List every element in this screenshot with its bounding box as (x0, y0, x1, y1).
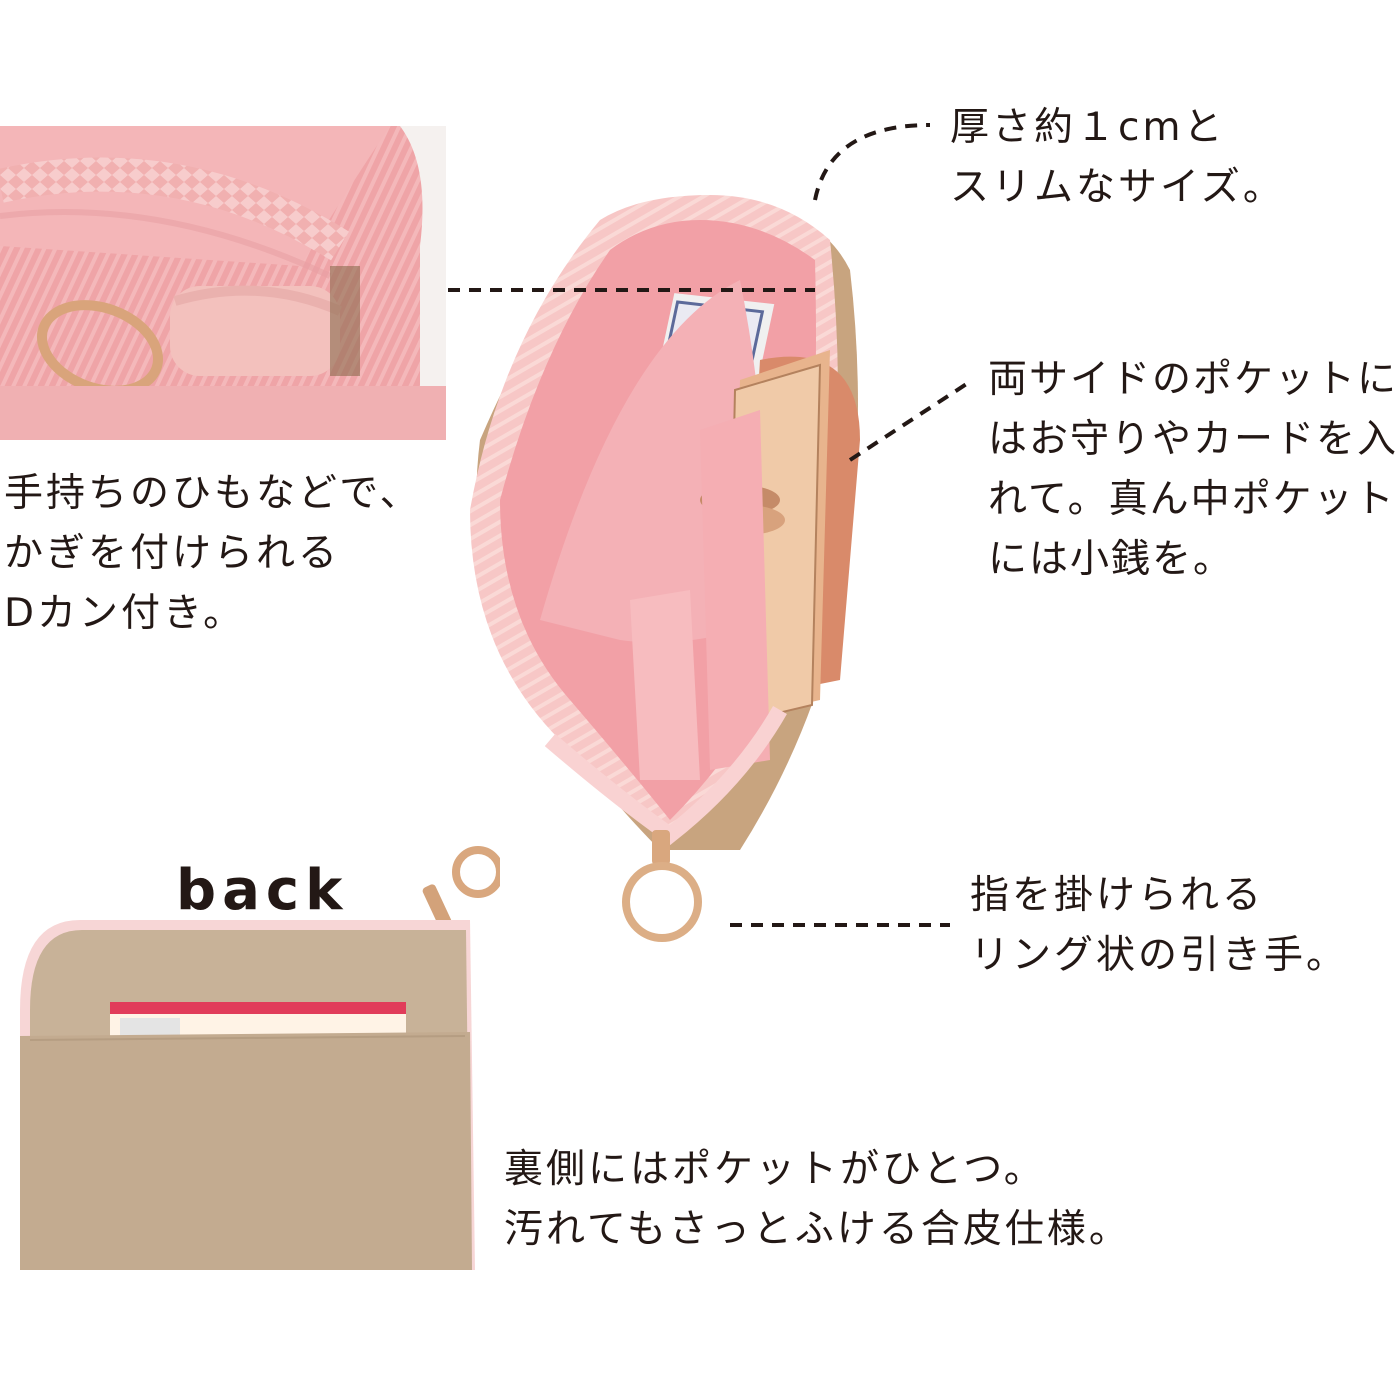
caption-back-side: 裏側にはポケットがひとつ。 汚れてもさっとふける合皮仕様。 (504, 1147, 1131, 1252)
back-label: back (176, 858, 349, 923)
caption-slim-size: 厚さ約１cmと スリムなサイズ。 (950, 105, 1285, 210)
d-ring-icon (36, 300, 164, 396)
caption-ring-pull: 指を掛けられる リング状の引き手。 (970, 873, 1349, 978)
pouch-back-photo (0, 840, 500, 1300)
clasp-ring-icon (452, 846, 500, 898)
caption-d-ring: 手持ちのひもなどで、 かぎを付けられる Dカン付き。 (4, 471, 422, 636)
ring-pull-icon (622, 862, 702, 942)
open-pouch-photo (440, 180, 940, 980)
caption-pockets: 両サイドのポケットに はお守りやカードを入 れて。真ん中ポケット には小銭を。 (988, 357, 1399, 582)
d-ring-closeup-photo (0, 126, 446, 440)
